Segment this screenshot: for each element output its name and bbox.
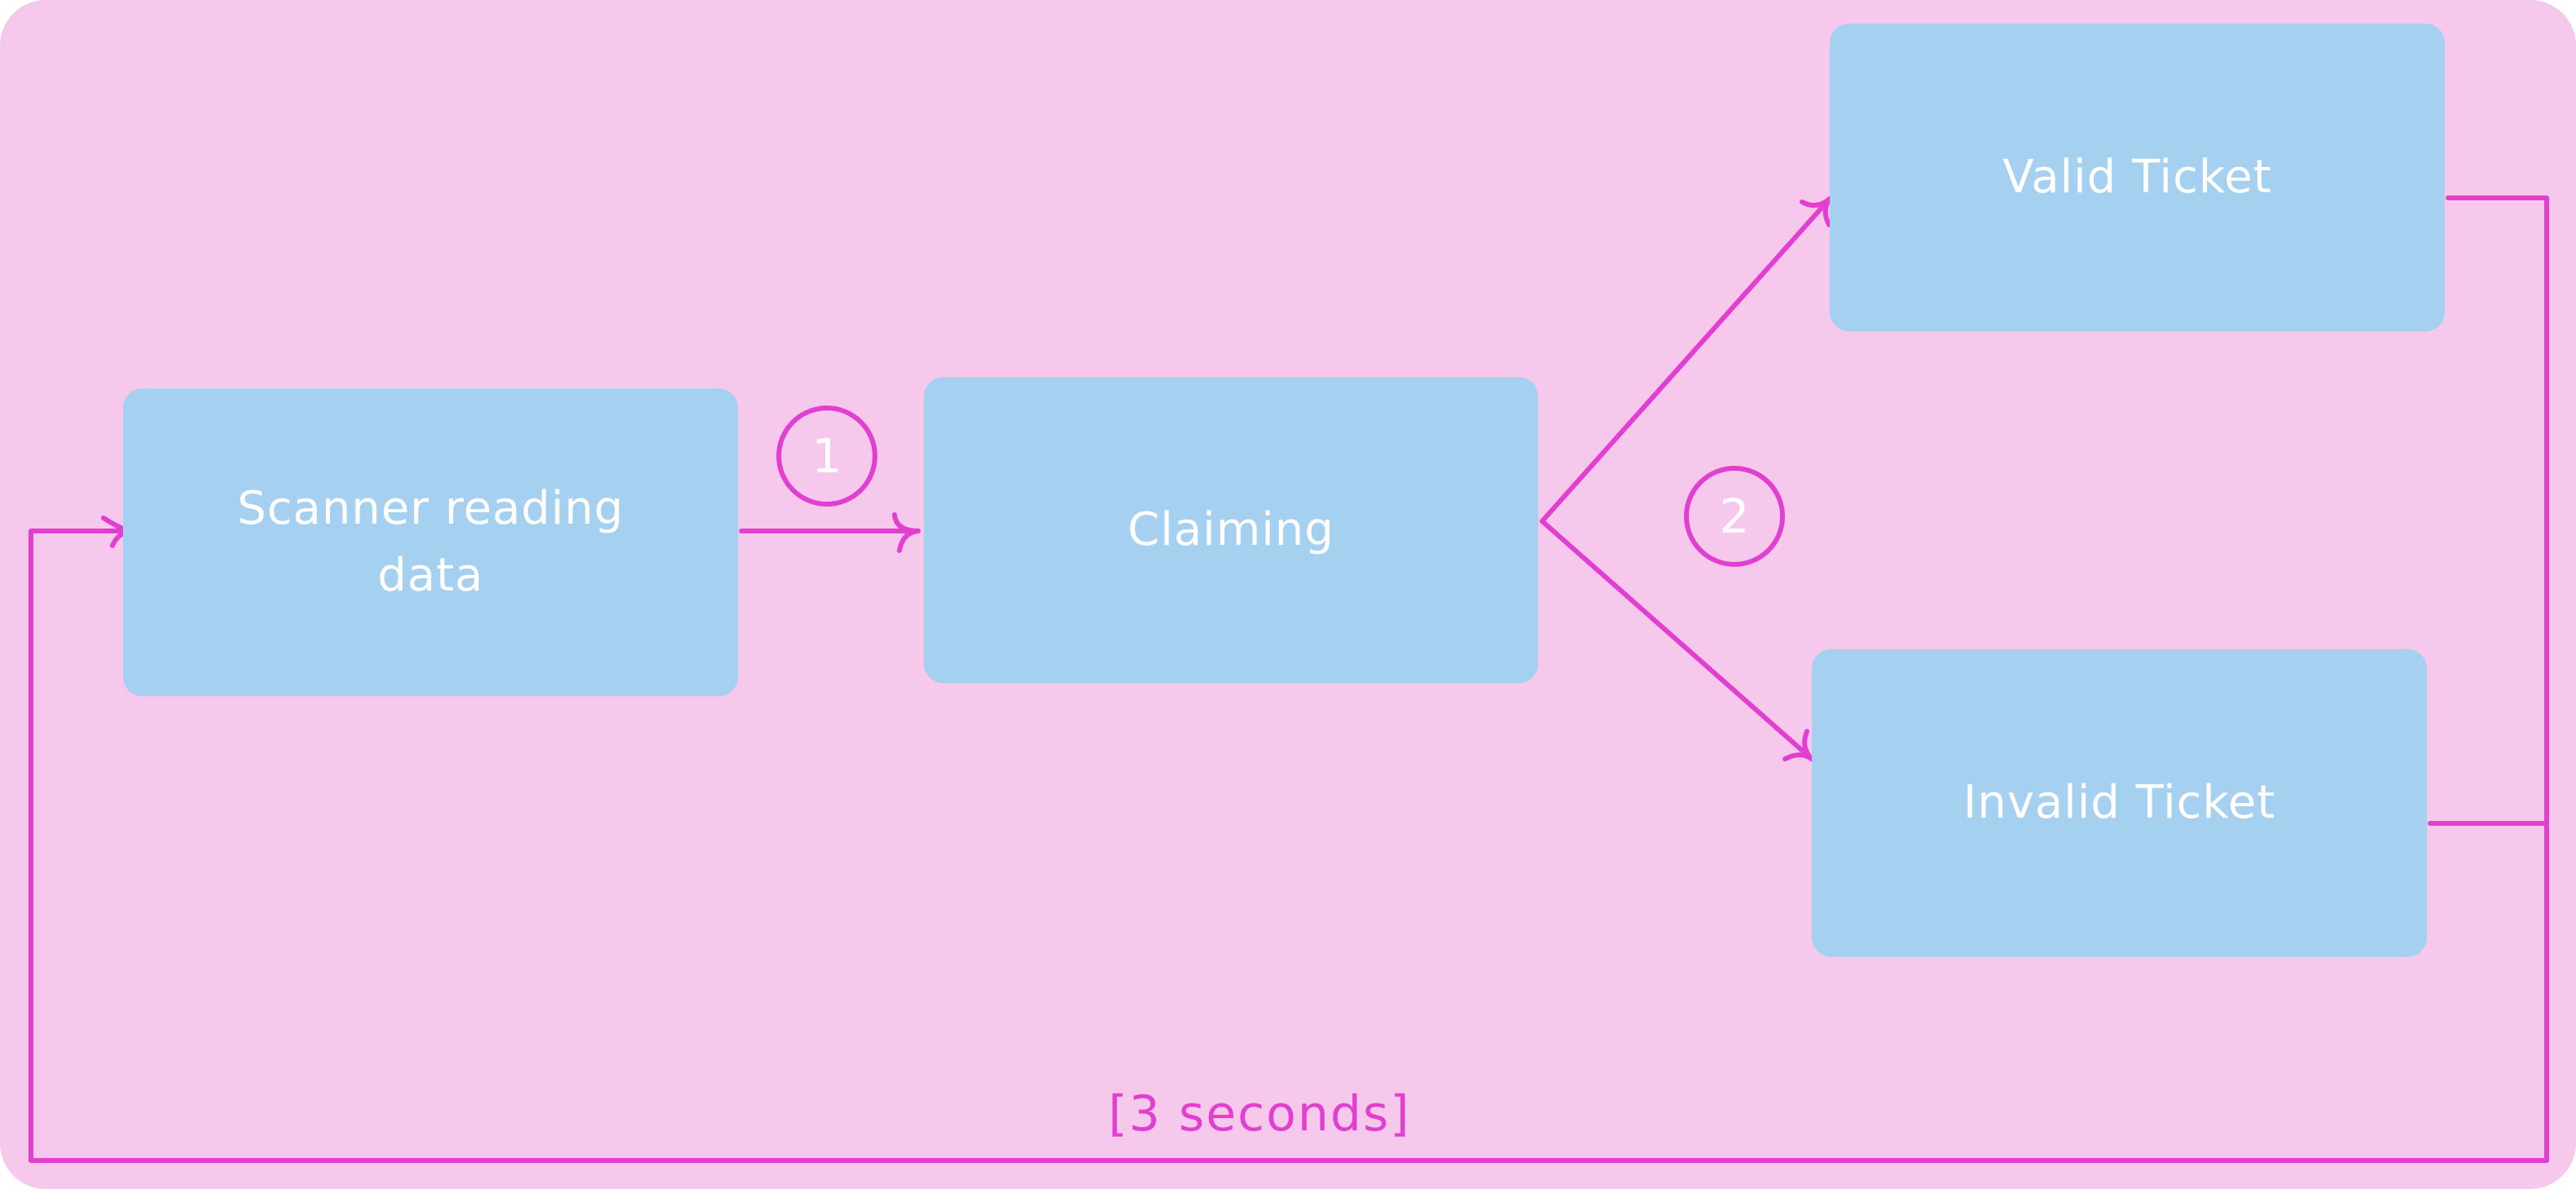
state-valid-ticket: Valid Ticket: [1830, 24, 2445, 331]
node-label-line-1: Scanner reading: [237, 482, 624, 535]
arrowhead-icon: [892, 512, 921, 553]
step-marker-1: 1: [776, 406, 877, 507]
edge-claiming-to-invalid: [1540, 519, 1814, 761]
loop-delay-label: [3 seconds]: [1108, 1086, 1411, 1143]
edge-scanner-to-claiming: [739, 512, 921, 553]
node-label: Valid Ticket: [2002, 151, 2272, 204]
node-label: Claiming: [1128, 503, 1334, 556]
state-claiming: Claiming: [924, 377, 1538, 683]
step-marker-2: 2: [1684, 466, 1785, 567]
edge-claiming-to-valid: [1540, 196, 1832, 524]
node-label: Invalid Ticket: [1963, 776, 2276, 829]
node-label-line-2: data: [377, 549, 484, 602]
state-invalid-ticket: Invalid Ticket: [1812, 649, 2427, 957]
state-scanner-reading-data: Scanner reading data: [123, 388, 738, 696]
